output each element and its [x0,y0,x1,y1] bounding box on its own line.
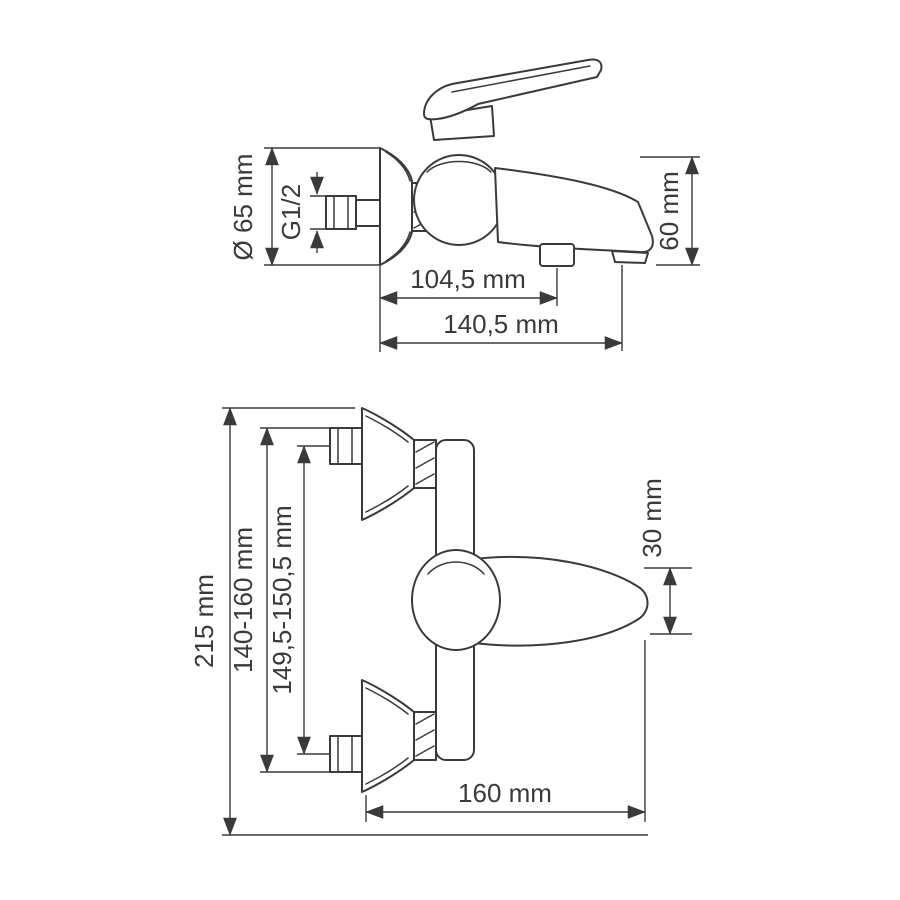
side-view-faucet [325,58,654,267]
dim-label-depth-outer: 140,5 mm [443,309,559,339]
aerator [611,250,649,264]
dim-label-center-distance: 149,5-150,5 mm [267,505,297,694]
plan-view-dimensions: 215 mm 140-160 mm 149,5-150,5 mm 30 mm 1… [189,407,692,836]
diverter-knob [539,243,575,267]
top-escutcheon [361,407,415,521]
handle-lever-side [423,58,603,121]
dim-label-total-height: 215 mm [189,574,219,668]
tail-pipe [355,199,381,227]
dim-label-handle-offset: 30 mm [637,478,667,557]
cartridge-dome [411,549,501,651]
dim-label-diameter: Ø 65 mm [228,154,258,261]
bottom-escutcheon [361,679,415,793]
dim-label-depth-inner: 104,5 mm [410,264,526,294]
escutcheon-side [379,147,413,266]
dim-label-mount-range: 140-160 mm [228,527,258,673]
dim-label-thread: G1/2 [276,184,306,240]
side-view-dimensions: Ø 65 mm G1/2 104,5 mm 140,5 mm 60 mm [228,147,700,352]
dim-label-total-width: 160 mm [458,778,552,808]
spout-side [494,167,654,254]
plan-view-faucet [329,407,649,793]
top-thread-nut [329,427,363,465]
bottom-thread-nut [329,735,363,773]
handle-lever-plan [465,555,649,647]
faucet-body-side [413,154,505,246]
dim-label-spout-drop: 60 mm [654,171,684,250]
thread-nut [325,195,357,230]
